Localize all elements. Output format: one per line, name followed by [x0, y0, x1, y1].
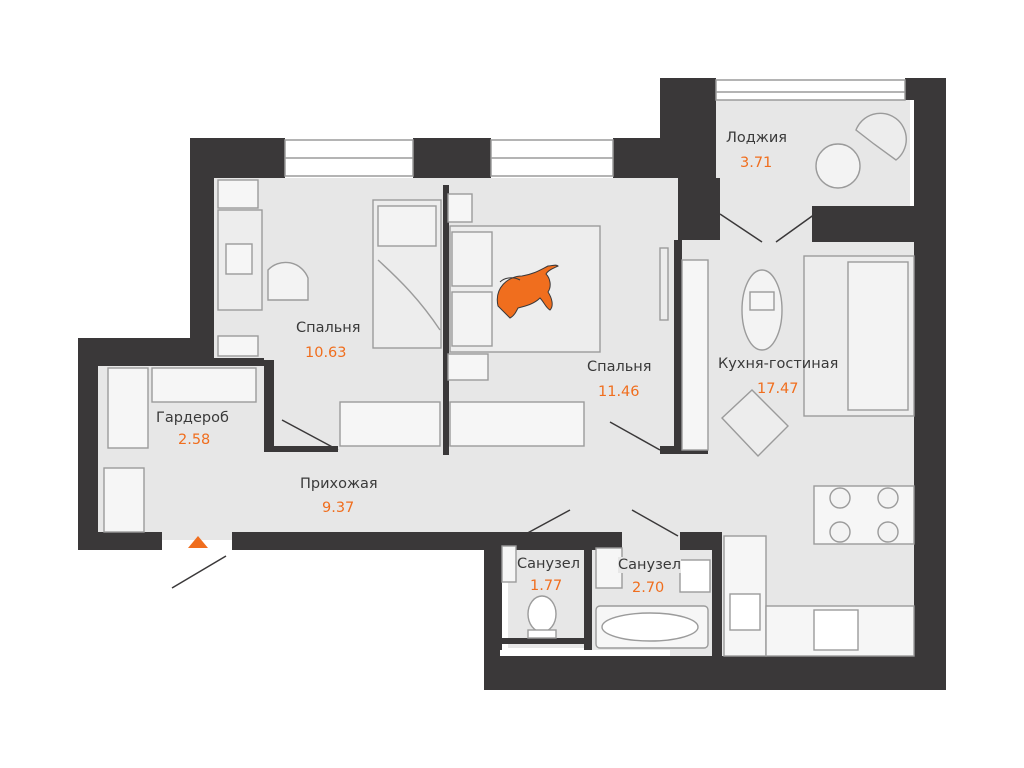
wall [674, 240, 682, 454]
wall [484, 656, 946, 690]
wall [496, 540, 502, 650]
dining-table [813, 485, 915, 545]
laptop [225, 243, 253, 275]
washing-machine [595, 547, 623, 589]
cabinet [501, 545, 517, 583]
wall [78, 338, 214, 360]
room-area-bathroom1: 1.77 [530, 578, 563, 594]
door [521, 509, 571, 537]
tv [659, 247, 669, 321]
room-area-wardrobe: 2.58 [178, 432, 211, 448]
hanging-rail [107, 367, 149, 449]
room-name-hallway: Прихожая [300, 476, 378, 492]
door [609, 421, 661, 451]
wall [443, 185, 449, 455]
chair [829, 487, 851, 509]
shelf [217, 335, 259, 357]
room-name-bedroom1: Спальня [296, 320, 361, 336]
wall [98, 358, 264, 366]
door [775, 213, 816, 243]
room-area-bedroom2: 11.46 [598, 384, 640, 400]
room-name-wardrobe: Гардероб [156, 410, 229, 426]
wall [78, 338, 98, 550]
room-name-loggia: Лоджия [726, 130, 788, 146]
shoe-cabinet [103, 467, 145, 533]
room-name-bedroom2: Спальня [587, 359, 652, 375]
door [281, 419, 339, 451]
wall [584, 540, 592, 650]
shelf [217, 179, 259, 209]
entrance-arrow-icon [188, 536, 208, 548]
armchair [721, 389, 789, 458]
toilet-tank [527, 629, 557, 639]
wall [905, 78, 946, 100]
wall [78, 532, 162, 550]
toilet [527, 595, 557, 633]
wall [264, 360, 274, 452]
armchair [855, 112, 907, 161]
room-name-kitchen-living: Кухня-гостиная [718, 356, 839, 372]
room-area-bathroom2: 2.70 [632, 580, 665, 596]
wall [264, 446, 338, 452]
room-area-kitchen-living: 17.47 [757, 381, 799, 397]
round-table [815, 143, 861, 189]
room-area-loggia: 3.71 [740, 155, 773, 171]
wall [232, 532, 622, 550]
storage-unit [339, 401, 441, 447]
storage-unit [449, 401, 585, 447]
wall [812, 206, 914, 242]
wall [413, 138, 491, 178]
window [715, 79, 906, 101]
wall [660, 78, 716, 178]
hanging-rail [151, 367, 257, 403]
cat-icon [496, 264, 559, 319]
hallway-floor [96, 450, 686, 540]
chair [267, 261, 309, 301]
chair [877, 521, 899, 543]
chair [877, 487, 899, 509]
chair [829, 521, 851, 543]
shelf [447, 193, 473, 223]
washbasin [679, 559, 711, 593]
wall [914, 78, 946, 690]
bathtub-basin [601, 612, 699, 642]
magazine [749, 291, 775, 311]
walls [78, 78, 946, 690]
room-area-bedroom1: 10.63 [305, 345, 347, 361]
room-area-hallway: 9.37 [322, 500, 355, 516]
wall [678, 178, 720, 240]
wall [500, 638, 584, 644]
wall [712, 540, 722, 656]
stove [813, 609, 859, 651]
room-name-bathroom2: Санузел [618, 557, 681, 573]
sofa-seat [847, 261, 909, 411]
shelf [447, 353, 489, 381]
door [719, 213, 763, 243]
cabinet [681, 259, 709, 451]
doors [171, 213, 816, 589]
windows [284, 79, 906, 177]
door [171, 555, 227, 589]
sink [729, 593, 761, 631]
pillow [451, 231, 493, 287]
door [631, 509, 679, 537]
pillow [451, 291, 493, 347]
pillow [377, 205, 437, 247]
wall [190, 138, 214, 354]
room-name-bathroom1: Санузел [517, 556, 580, 572]
wall [680, 532, 722, 550]
